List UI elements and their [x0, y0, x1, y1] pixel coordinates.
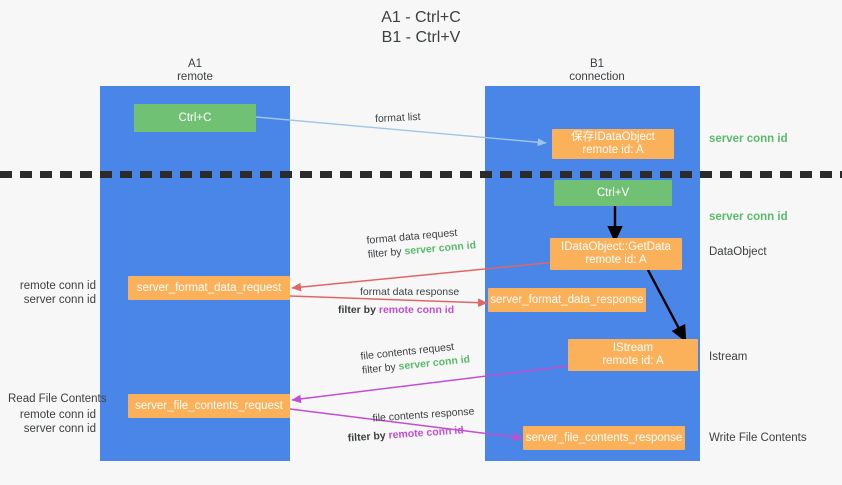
column-b1-sub: connection [569, 71, 625, 83]
node-server-file-contents-response[interactable]: server_file_contents_response [523, 426, 685, 450]
edge-label-format-data-response: format data response filter by remote co… [338, 285, 460, 317]
edge-label-file-contents-response-title: file contents response [372, 405, 475, 425]
label-read-file-contents: Read File Contents [8, 392, 106, 406]
edge-label-file-contents-response: file contents response filter by remote … [347, 404, 476, 444]
node-getdata-line1: IDataObject::GetData [561, 241, 671, 253]
node-istream[interactable]: IStream remote id: A [568, 339, 698, 371]
label-server-conn-id-top: server conn id [709, 132, 788, 146]
label-server-conn-id-upper: server conn id [23, 294, 96, 306]
column-header-b1: B1 connection [542, 58, 652, 84]
filter-by-text-1: filter by [367, 245, 403, 261]
filter-by-text-2: filter by [338, 304, 376, 316]
node-idataobject-getdata[interactable]: IDataObject::GetData remote id: A [550, 238, 682, 270]
edge-label-format-list-text: format list [374, 110, 421, 126]
column-header-a1: A1 remote [140, 58, 250, 84]
node-getdata-line2: remote id: A [585, 254, 647, 266]
filter-by-text-4: filter by [347, 429, 387, 445]
node-save-idataobject-line2: remote id: A [582, 144, 644, 156]
section-divider [0, 171, 842, 178]
edge-label-format-data-response-filter: filter by remote conn id [338, 303, 459, 317]
label-conn-id-group-upper: remote conn id server conn id [0, 279, 96, 307]
page-title: A1 - Ctrl+C B1 - Ctrl+V [0, 8, 842, 48]
node-save-idataobject[interactable]: 保存IDataObject remote id: A [552, 129, 674, 159]
edge-label-file-contents-request: file contents request filter by server c… [360, 338, 471, 377]
column-a1-sub: remote [177, 71, 213, 83]
node-ctrl-c[interactable]: Ctrl+C [134, 104, 256, 132]
label-dataobject: DataObject [709, 245, 767, 259]
node-ctrl-v-label: Ctrl+V [596, 186, 630, 199]
label-server-conn-id-top-text: server conn id [709, 133, 788, 145]
filter-by-text-3: filter by [361, 361, 397, 377]
title-line-2: B1 - Ctrl+V [381, 29, 461, 46]
label-istream: Istream [709, 350, 747, 364]
node-server-file-contents-request[interactable]: server_file_contents_request [128, 394, 290, 418]
node-server-file-contents-request-label: server_file_contents_request [135, 399, 283, 412]
node-server-file-contents-response-label: server_file_contents_response [525, 431, 683, 444]
column-a1-name: A1 [187, 58, 203, 70]
node-server-format-data-request[interactable]: server_format_data_request [128, 276, 290, 300]
node-ctrl-c-label: Ctrl+C [178, 111, 212, 124]
filter-remote-conn-id-2: remote conn id [378, 304, 455, 316]
label-dataobject-text: DataObject [709, 246, 767, 258]
node-istream-line2: remote id: A [602, 355, 664, 367]
label-read-file-contents-text: Read File Contents [8, 393, 107, 405]
edge-label-format-data-response-title: format data response [360, 286, 460, 298]
column-b1-name: B1 [589, 58, 605, 70]
label-server-conn-id-mid-text: server conn id [709, 211, 788, 223]
edge-label-format-list: format list [375, 110, 421, 126]
label-server-conn-id-lower: server conn id [23, 423, 96, 435]
label-istream-text: Istream [709, 351, 748, 363]
filter-remote-conn-id-4: remote conn id [388, 424, 465, 442]
node-server-format-data-response[interactable]: server_format_data_response [488, 288, 646, 312]
label-server-conn-id-mid: server conn id [709, 210, 788, 224]
node-server-format-data-request-label: server_format_data_request [136, 281, 282, 294]
node-istream-line1: IStream [612, 342, 654, 354]
label-remote-conn-id-upper: remote conn id [19, 280, 96, 292]
label-write-file-contents: Write File Contents [709, 431, 807, 445]
label-remote-conn-id-lower: remote conn id [19, 409, 96, 421]
node-save-idataobject-line1: 保存IDataObject [571, 131, 655, 143]
label-write-file-contents-text: Write File Contents [709, 432, 807, 444]
edge-label-file-contents-response-filter: filter by remote conn id [347, 422, 476, 445]
node-server-format-data-response-label: server_format_data_response [490, 293, 644, 306]
label-conn-id-group-lower: remote conn id server conn id [0, 408, 96, 436]
node-ctrl-v[interactable]: Ctrl+V [554, 180, 672, 206]
edge-label-format-data-request: format data request filter by server con… [366, 224, 477, 261]
title-line-1: A1 - Ctrl+C [381, 9, 461, 26]
